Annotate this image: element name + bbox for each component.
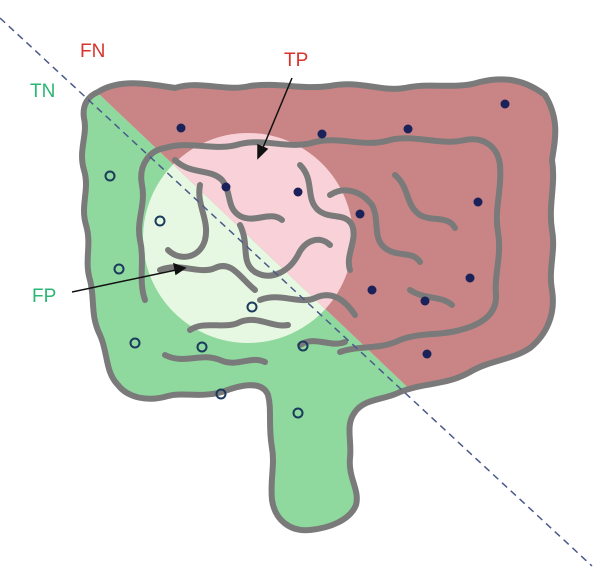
fn-label: FN [80, 41, 105, 62]
tp-label: TP [284, 50, 308, 71]
filled-dot-icon [222, 183, 231, 192]
filled-dot-icon [421, 297, 430, 306]
filled-dot-icon [466, 274, 475, 283]
filled-dot-icon [423, 350, 432, 359]
tn-label: TN [30, 81, 55, 102]
filled-dot-icon [294, 188, 303, 197]
filled-dot-icon [177, 124, 186, 133]
filled-dot-icon [318, 130, 327, 139]
fp-label: FP [32, 286, 56, 307]
filled-dot-icon [404, 125, 413, 134]
filled-dot-icon [501, 100, 510, 109]
filled-dot-icon [368, 286, 377, 295]
filled-dot-icon [356, 210, 365, 219]
filled-dot-icon [474, 198, 483, 207]
